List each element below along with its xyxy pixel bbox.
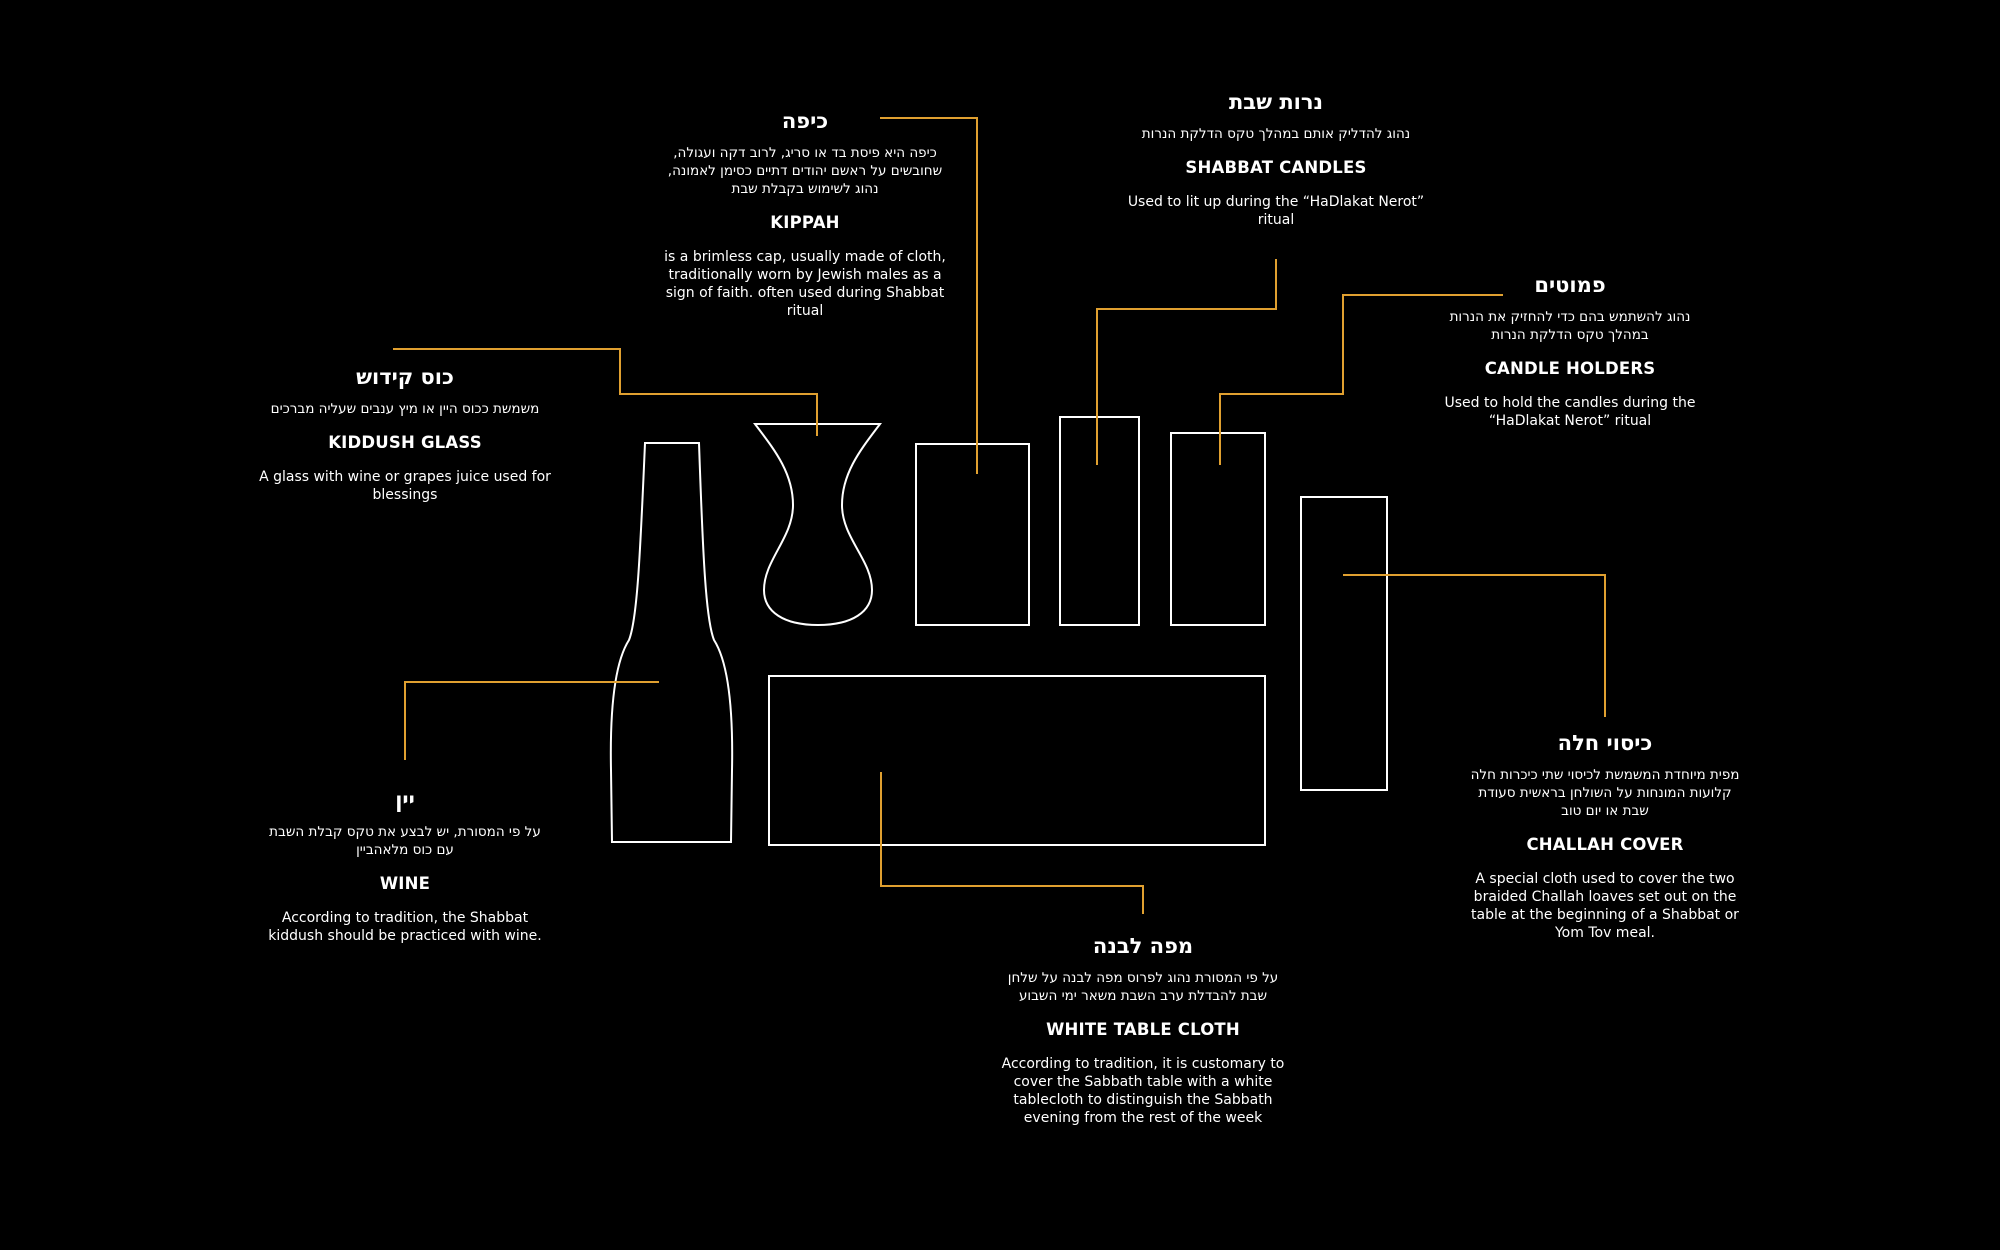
holders-hebrew-line: נהוג להשתמש בהם כדי להחזיק את הנרות <box>1449 309 1691 325</box>
wine-hebrew-line: עם כוס מלאהביין <box>356 842 454 858</box>
tablecloth-outline <box>768 675 1266 846</box>
challah-hebrew-line: מפית מיוחדת המשמשת לכיסוי שתי כיכרות חלה <box>1470 767 1740 783</box>
holders-hebrew-title: פמוטים <box>1534 273 1606 297</box>
kiddush-english-line: blessings <box>372 487 438 503</box>
connector-candles <box>1096 259 1277 465</box>
kippah-english-line: ritual <box>786 303 824 319</box>
label-candles: נרות שבת נהוג להדליק אותם במהלך טקס הדלק… <box>1128 89 1424 229</box>
kippah-hebrew-line: כיפה היא פיסת בד או סריג, לרוב דקה ועגול… <box>673 145 937 161</box>
holders-hebrew-line: במהלך טקס הדלקת הנרות <box>1491 327 1649 343</box>
holders-english-line: Used to hold the candles during the <box>1444 395 1696 411</box>
tablecloth-hebrew-line: על פי המסורת נהוג לפרוס מפה לבנה על שלחן <box>1007 970 1279 986</box>
label-tablecloth: מפה לבנה על פי המסורת נהוג לפרוס מפה לבנ… <box>1002 933 1285 1127</box>
candles-english-description: Used to lit up during the “HaDlakat Nero… <box>1128 193 1424 229</box>
holders-english-line: “HaDlakat Nerot” ritual <box>1488 413 1652 429</box>
challah-english-title: CHALLAH COVER <box>1526 835 1684 854</box>
candles-hebrew-title: נרות שבת <box>1228 90 1324 114</box>
tablecloth-hebrew-line: שבת להבדלת ערב השבת משאר ימי השבוע <box>1018 988 1268 1004</box>
connector-tablecloth <box>880 772 1144 914</box>
challah-english-line: braided Challah loaves set out on the <box>1473 889 1737 905</box>
kiddush-english-description: A glass with wine or grapes juice used f… <box>259 468 551 504</box>
label-holders: פמוטים נהוג להשתמש בהם כדי להחזיק את הנר… <box>1445 272 1696 430</box>
kippah-hebrew-line: נהוג לשימוש בקבלת שבת <box>731 181 879 197</box>
challah-english-line: table at the beginning of a Shabbat or <box>1471 907 1739 923</box>
wine-hebrew-title: יין <box>395 788 415 812</box>
challah-hebrew-title: כיסוי חלה <box>1557 731 1653 755</box>
connector-kiddush <box>393 348 818 436</box>
label-wine: יין על פי המסורת, יש לבצע את טקס קבלת הש… <box>268 787 541 945</box>
kippah-english-description: is a brimless cap, usually made of cloth… <box>664 248 946 320</box>
challah-english-line: A special cloth used to cover the two <box>1475 871 1735 887</box>
candle-outline-1 <box>1059 416 1140 626</box>
connector-holders <box>1219 294 1503 465</box>
tablecloth-hebrew-title: מפה לבנה <box>1092 934 1194 958</box>
label-kippah: כיפה כיפה היא פיסת בד או סריג, לרוב דקה … <box>664 108 946 320</box>
candles-hebrew-description: נהוג להדליק אותם במהלך טקס הדלקת הנרות <box>1128 125 1424 143</box>
candles-english-line: Used to lit up during the “HaDlakat Nero… <box>1127 194 1425 210</box>
challah-hebrew-line: קלועות המונחות על השולחן בראשית סעודת <box>1478 785 1732 801</box>
wine-bottle-outline <box>609 442 734 843</box>
candle-outline-2 <box>1170 432 1266 626</box>
kippah-english-title: KIPPAH <box>770 213 840 232</box>
holders-english-description: Used to hold the candles during the “HaD… <box>1445 394 1696 430</box>
wine-english-title: WINE <box>379 874 431 893</box>
kippah-english-line: is a brimless cap, usually made of cloth… <box>664 249 946 265</box>
challah-hebrew-description: מפית מיוחדת המשמשת לכיסוי שתי כיכרות חלה… <box>1471 766 1740 820</box>
kippah-english-line: sign of faith. often used during Shabbat <box>665 285 945 301</box>
wine-hebrew-line: על פי המסורת, יש לבצע את טקס קבלת השבת <box>269 824 541 840</box>
tablecloth-english-line: According to tradition, it is customary … <box>1001 1056 1285 1072</box>
wine-english-line: kiddush should be practiced with wine. <box>268 928 542 944</box>
kippah-object-outline <box>915 443 1030 626</box>
challah-hebrew-line: שבת או יום טוב <box>1561 803 1649 819</box>
kiddush-english-title: KIDDUSH GLASS <box>328 433 482 452</box>
kiddush-hebrew-line: משמשת ככוס היין או מיץ ענבים שעליה מברכי… <box>270 401 540 417</box>
holders-hebrew-description: נהוג להשתמש בהם כדי להחזיק את הנרות במהל… <box>1445 308 1696 344</box>
kippah-hebrew-description: כיפה היא פיסת בד או סריג, לרוב דקה ועגול… <box>664 144 946 198</box>
kippah-english-line: traditionally worn by Jewish males as a <box>668 267 942 283</box>
challah-english-description: A special cloth used to cover the two br… <box>1471 870 1740 942</box>
kiddush-english-line: A glass with wine or grapes juice used f… <box>259 469 551 485</box>
tablecloth-english-title: WHITE TABLE CLOTH <box>1046 1020 1240 1039</box>
label-kiddush: כוס קידוש משמשת ככוס היין או מיץ ענבים ש… <box>259 364 551 504</box>
connector-wine <box>404 681 659 760</box>
wine-english-description: According to tradition, the Shabbat kidd… <box>268 909 541 945</box>
tablecloth-english-line: evening from the rest of the week <box>1023 1110 1263 1126</box>
label-challah: כיסוי חלה מפית מיוחדת המשמשת לכיסוי שתי … <box>1471 730 1740 942</box>
wine-english-line: According to tradition, the Shabbat <box>281 910 529 926</box>
tablecloth-english-description: According to tradition, it is customary … <box>1002 1055 1285 1127</box>
wine-hebrew-description: על פי המסורת, יש לבצע את טקס קבלת השבת ע… <box>268 823 541 859</box>
kiddush-hebrew-title: כוס קידוש <box>356 365 454 389</box>
kiddush-hebrew-description: משמשת ככוס היין או מיץ ענבים שעליה מברכי… <box>259 400 551 418</box>
challah-cover-outline <box>1300 496 1388 791</box>
holders-english-title: CANDLE HOLDERS <box>1484 359 1656 378</box>
tablecloth-english-line: cover the Sabbath table with a white <box>1013 1074 1273 1090</box>
candles-hebrew-line: נהוג להדליק אותם במהלך טקס הדלקת הנרות <box>1141 126 1411 142</box>
connector-challah <box>1343 574 1606 717</box>
connector-kippah <box>880 117 978 474</box>
challah-english-line: Yom Tov meal. <box>1554 925 1655 941</box>
kippah-hebrew-title: כיפה <box>781 109 829 133</box>
tablecloth-hebrew-description: על פי המסורת נהוג לפרוס מפה לבנה על שלחן… <box>1002 969 1285 1005</box>
kippah-hebrew-line: שחובשים על ראשם יהודים דתיים כסימן לאמונ… <box>667 163 943 179</box>
candles-english-line: ritual <box>1257 212 1295 228</box>
candles-english-title: SHABBAT CANDLES <box>1185 158 1367 177</box>
kiddush-glass-outline <box>752 423 883 627</box>
tablecloth-english-line: tablecloth to distinguish the Sabbath <box>1013 1092 1273 1108</box>
